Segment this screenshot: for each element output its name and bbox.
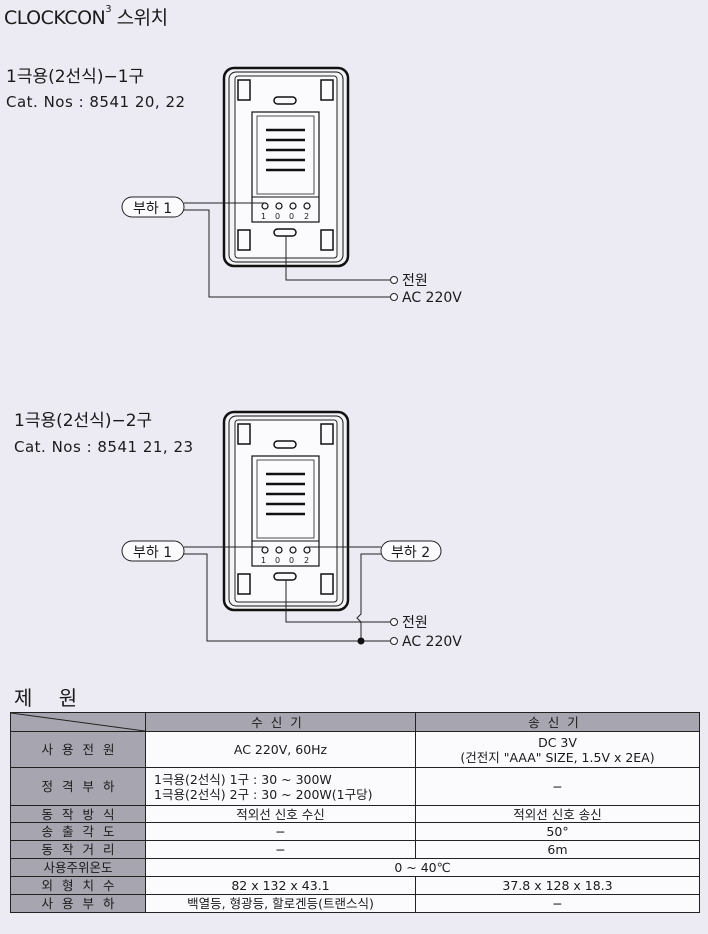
load1-label: 부하 1: [133, 545, 172, 561]
page-title: CLOCKCON3 스위치: [4, 4, 168, 29]
section2-cat-nos: Cat. Nos : 8541 21, 23: [14, 438, 194, 456]
row-label: 동작거리: [10, 840, 146, 859]
shared-value: 0 ~ 40℃: [145, 858, 700, 877]
table-row: 사용부하 백열등, 형광등, 할로겐등(트랜스식) −: [10, 894, 700, 913]
table-row: 동작방식 적외선 신호 수신 적외선 신호 송신: [10, 805, 700, 823]
transmitter-value: 적외선 신호 송신: [415, 805, 700, 823]
spec-table: 수신기 송신기 사용전원 AC 220V, 60Hz DC 3V(건전지 "AA…: [10, 712, 700, 913]
receiver-value: 82 x 132 x 43.1: [145, 876, 416, 895]
terminal-label: 0: [275, 212, 280, 221]
receiver-value: −: [145, 840, 416, 859]
col-receiver: 수신기: [145, 712, 416, 732]
col-transmitter: 송신기: [415, 712, 700, 732]
load2-badge: [380, 540, 442, 562]
table-row: 외형치수 82 x 132 x 43.1 37.8 x 128 x 18.3: [10, 876, 700, 895]
row-label: 외형치수: [10, 876, 146, 895]
wiring-diagram-2: 1 0 0 2 부하 1 부하 2 전원 AC 220V: [121, 410, 462, 650]
spec-heading: 제 원: [14, 686, 88, 710]
terminal-label: 0: [289, 212, 294, 221]
switch-body-2: 1 0 0 2: [222, 410, 350, 612]
row-label: 사용주위온도: [10, 858, 146, 877]
receiver-value: AC 220V, 60Hz: [145, 731, 416, 768]
row-label: 송출각도: [10, 822, 146, 841]
row-label: 정격부하: [10, 767, 146, 806]
table-row: 송출각도 − 50°: [10, 822, 700, 841]
load1-badge: [121, 540, 185, 562]
terminal-ac-icon: [390, 293, 398, 301]
terminal-power-icon: [390, 276, 398, 284]
load2-label: 부하 2: [391, 545, 430, 561]
table-row: 사용주위온도 0 ~ 40℃: [10, 858, 700, 877]
terminal-label: 0: [289, 556, 294, 565]
table-row: 동작거리 − 6m: [10, 840, 700, 859]
junction-dot-icon: [357, 637, 365, 645]
table-header-row: 수신기 송신기: [10, 712, 700, 732]
receiver-value: 백열등, 형광등, 할로겐등(트랜스식): [145, 894, 416, 913]
receiver-value: 적외선 신호 수신: [145, 805, 416, 823]
row-label: 사용전원: [10, 731, 146, 768]
terminal-label: 2: [304, 556, 309, 565]
terminal-label: 1: [261, 556, 266, 565]
transmitter-value: 50°: [415, 822, 700, 841]
load1-label: 부하 1: [133, 201, 172, 217]
terminal-power-icon: [390, 618, 398, 626]
section1-cat-nos: Cat. Nos : 8541 20, 22: [6, 93, 186, 111]
transmitter-value: −: [415, 767, 700, 806]
terminal-label: 0: [275, 556, 280, 565]
transmitter-value: −: [415, 894, 700, 913]
transmitter-value: 6m: [415, 840, 700, 859]
row-label: 사용부하: [10, 894, 146, 913]
terminal-label: 1: [261, 212, 266, 221]
terminal-ac-icon: [390, 637, 398, 645]
power-label: 전원: [402, 273, 428, 289]
ac-label: AC 220V: [402, 634, 462, 650]
receiver-value: −: [145, 822, 416, 841]
table-corner: [10, 712, 146, 732]
section1-title: 1극용(2선식)−1구: [6, 67, 145, 87]
power-label: 전원: [402, 615, 428, 631]
ac-label: AC 220V: [402, 290, 462, 306]
terminal-label: 2: [304, 212, 309, 221]
wiring-diagram-1: 1 0 0 2 부하 1 전원 AC 220V: [121, 66, 462, 306]
transmitter-value: 37.8 x 128 x 18.3: [415, 876, 700, 895]
transmitter-value: DC 3V(건전지 "AAA" SIZE, 1.5V x 2EA): [415, 731, 700, 768]
table-row: 사용전원 AC 220V, 60Hz DC 3V(건전지 "AAA" SIZE,…: [10, 731, 700, 768]
row-label: 동작방식: [10, 805, 146, 823]
load1-badge: [121, 196, 185, 218]
section2-title: 1극용(2선식)−2구: [14, 411, 153, 431]
switch-body-1: 1 0 0 2: [222, 66, 350, 268]
